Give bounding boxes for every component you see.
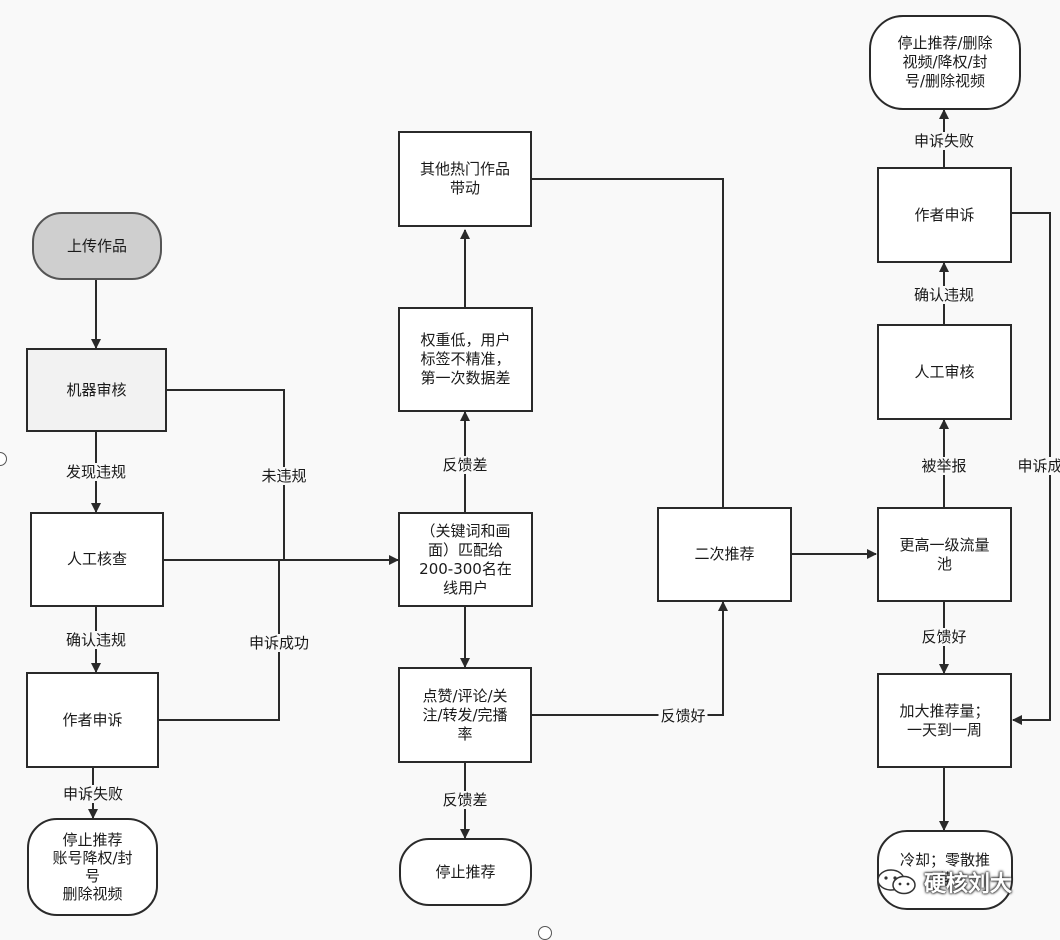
label-confirm-violation-left: 确认违规: [63, 631, 129, 649]
label-appeal-fail-right: 申诉失败: [911, 132, 977, 150]
watermark-text: 硬核刘大: [924, 872, 1013, 897]
label-appeal-success-right: 申诉成: [1015, 457, 1060, 475]
label-appeal-success-left: 申诉成功: [246, 634, 312, 652]
node-engagement[interactable]: 点赞/评论/关 注/转发/完播 率: [398, 667, 532, 763]
node-author-appeal-right[interactable]: 作者申诉: [877, 167, 1012, 263]
node-match-users[interactable]: （关键词和画 面）匹配给 200-300名在 线用户: [398, 512, 533, 607]
label-found-violation: 发现违规: [63, 463, 129, 481]
node-manual-check[interactable]: 人工核查: [30, 512, 164, 607]
label-feedback-good-middle: 反馈好: [658, 707, 708, 725]
connector-dot: [538, 926, 552, 940]
label-confirm-violation-right: 确认违规: [911, 286, 977, 304]
node-author-appeal-left[interactable]: 作者申诉: [26, 672, 159, 768]
label-feedback-good-right: 反馈好: [919, 628, 969, 646]
node-stop-middle[interactable]: 停止推荐: [399, 838, 532, 906]
label-no-violation: 未违规: [259, 467, 309, 485]
edge-engagement-to-second: [532, 601, 728, 716]
node-stop-right[interactable]: 停止推荐/删除 视频/降权/封 号/删除视频: [869, 15, 1021, 110]
node-stop-left[interactable]: 停止推荐 账号降权/封 号 删除视频: [27, 818, 158, 916]
watermark: 硬核刘大: [876, 866, 1012, 898]
node-boost[interactable]: 加大推荐量； 一天到一周: [877, 673, 1012, 768]
edge-machine-no-violation: [166, 389, 285, 560]
edge-appeal-success-left: [158, 560, 280, 721]
node-low-weight[interactable]: 权重低，用户 标签不精准， 第一次数据差: [398, 307, 533, 412]
node-cooldown[interactable]: 冷却；零散推 荐: [877, 830, 1013, 910]
node-other-hot[interactable]: 其他热门作品 带动: [398, 131, 532, 227]
edge-otherhot-to-second: [532, 178, 728, 535]
node-cooldown-clip: 冷却；零散推 荐: [877, 830, 1013, 932]
wechat-icon: [877, 869, 916, 895]
node-manual-review-right[interactable]: 人工审核: [877, 324, 1012, 420]
node-higher-pool[interactable]: 更高一级流量 池: [877, 507, 1012, 602]
node-machine-review[interactable]: 机器审核: [26, 348, 167, 432]
label-appeal-fail-left: 申诉失败: [60, 785, 126, 803]
label-reported: 被举报: [919, 457, 969, 475]
node-second-rec[interactable]: 二次推荐: [657, 507, 792, 602]
label-feedback-bad-bottom: 反馈差: [440, 791, 490, 809]
node-upload[interactable]: 上传作品: [32, 212, 162, 280]
label-feedback-bad-top: 反馈差: [440, 456, 490, 474]
